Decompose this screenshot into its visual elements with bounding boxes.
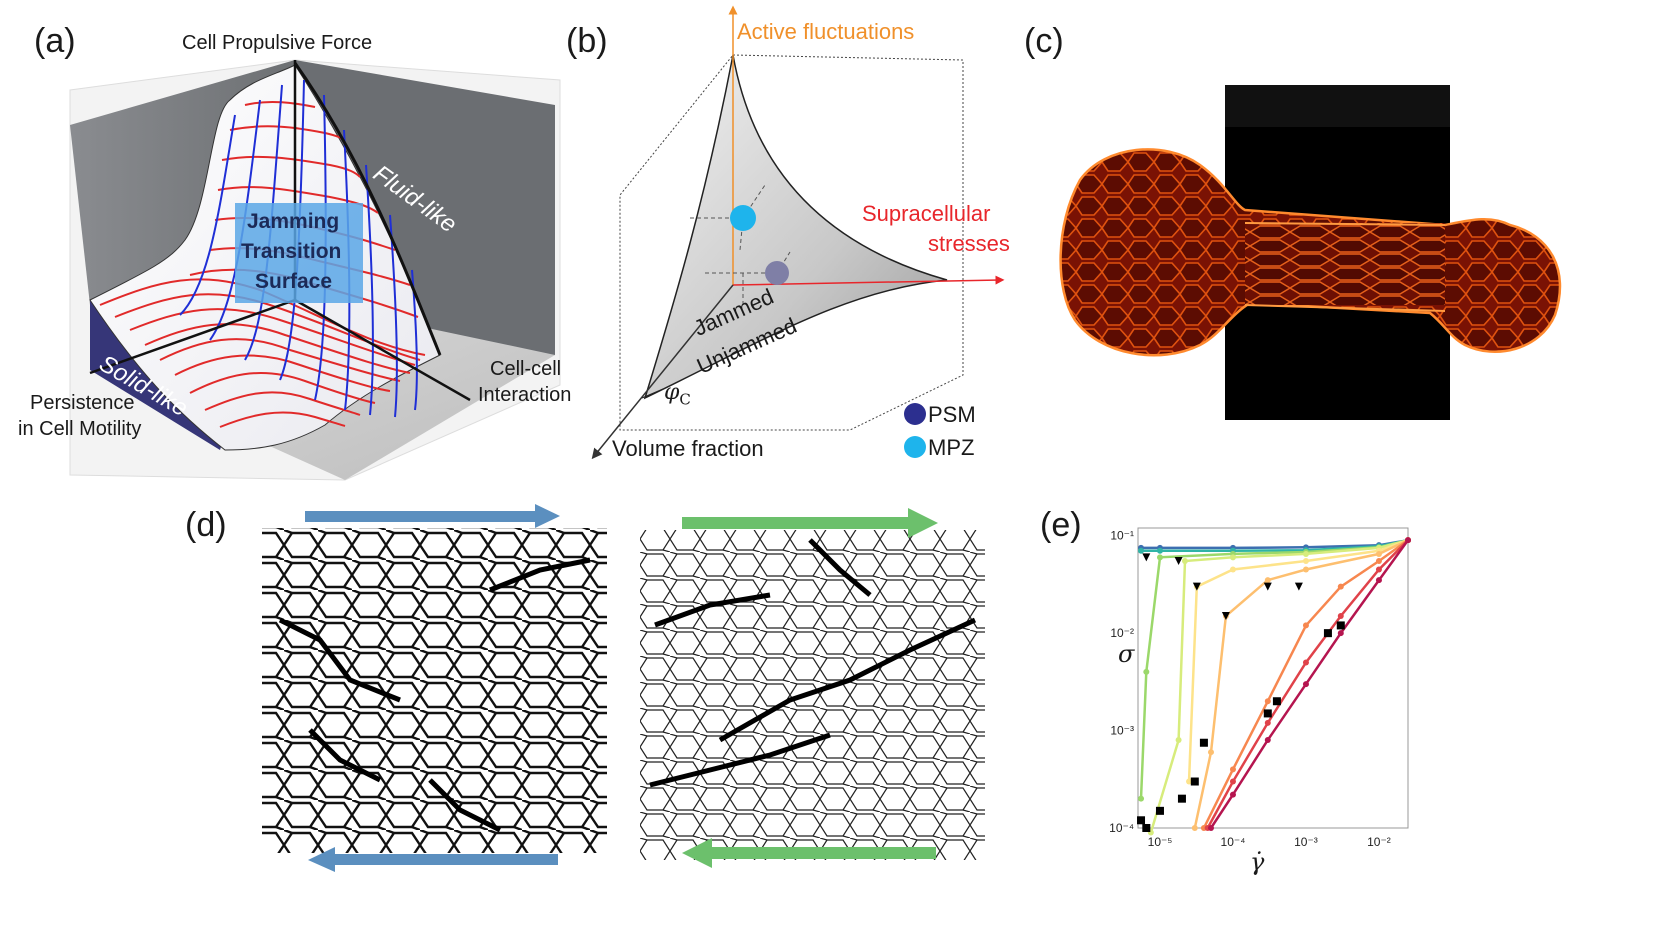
square-marker-9 — [1336, 621, 1345, 630]
panel-label-a: (a) — [34, 22, 76, 60]
triangle-marker-0 — [1142, 553, 1151, 562]
y-tick-label-0: 10⁻¹ — [1110, 529, 1134, 543]
series-point-8-4 — [1337, 630, 1344, 637]
series-point-1-0 — [1138, 547, 1145, 554]
axis-supra-label-1: Supracellular — [862, 201, 991, 226]
surface-label-1: Jamming — [247, 210, 340, 233]
y-tick-label-1: 10⁻² — [1110, 626, 1134, 640]
square-marker-2 — [1155, 806, 1164, 815]
series-point-5-3 — [1264, 577, 1271, 584]
x-tick-label-0: 10⁻⁵ — [1148, 835, 1173, 849]
series-point-5-1 — [1207, 749, 1214, 756]
x-tick-label-2: 10⁻³ — [1294, 835, 1318, 849]
series-point-6-5 — [1375, 558, 1382, 565]
network-left — [262, 528, 607, 853]
series-point-6-4 — [1337, 583, 1344, 590]
series-point-5-4 — [1302, 566, 1309, 573]
square-marker-6 — [1263, 709, 1272, 718]
series-point-6-1 — [1229, 766, 1236, 773]
series-point-8-1 — [1229, 791, 1236, 798]
axis-active-label: Active fluctuations — [737, 19, 915, 44]
series-point-8-3 — [1302, 681, 1309, 688]
pipette-bottom — [1225, 305, 1450, 420]
panel-label-e: (e) — [1040, 506, 1082, 544]
x-tick-label-1: 10⁻⁴ — [1221, 835, 1246, 849]
series-point-8-5 — [1375, 577, 1382, 584]
x-tick-label-3: 10⁻² — [1367, 835, 1391, 849]
series-point-3-1 — [1175, 737, 1182, 744]
series-point-3-4 — [1302, 550, 1309, 557]
series-point-2-0 — [1138, 795, 1145, 802]
series-point-8-2 — [1264, 737, 1271, 744]
axis-force-label: Cell Propulsive Force — [182, 32, 373, 54]
square-marker-1 — [1142, 824, 1151, 832]
arrow-left-top — [305, 504, 560, 528]
axis-volume-label: Volume fraction — [612, 436, 764, 461]
square-marker-7 — [1272, 697, 1281, 706]
series-point-2-2 — [1156, 554, 1163, 561]
series-point-7-1 — [1229, 778, 1236, 785]
axis-interaction-label-1: Cell-cell — [490, 358, 562, 380]
arrow-left-bottom — [308, 847, 558, 872]
phi-subscript: C — [679, 390, 691, 409]
series-point-7-2 — [1264, 719, 1271, 726]
triangle-marker-1 — [1174, 557, 1183, 566]
phi-symbol: φ — [664, 380, 680, 405]
series-point-8-6 — [1405, 537, 1411, 544]
jamming-surface-box — [235, 203, 363, 303]
y-tick-label-3: 10⁻⁴ — [1109, 821, 1134, 835]
series-point-5-5 — [1375, 550, 1382, 557]
series-point-7-4 — [1337, 612, 1344, 619]
square-marker-4 — [1190, 777, 1199, 786]
surface-label-3: Surface — [255, 270, 333, 293]
series-point-1-1 — [1156, 547, 1163, 554]
series-point-2-1 — [1143, 668, 1150, 675]
series-point-7-5 — [1375, 566, 1382, 573]
panel-a-jamming-diagram — [69, 59, 561, 481]
triangle-marker-5 — [1294, 582, 1303, 591]
panel-d-cell-networks — [262, 504, 985, 872]
axis-supra-label-2: stresses — [928, 231, 1010, 256]
series-line-4 — [1187, 539, 1409, 782]
panel-e-chart: 10⁻¹ 10⁻² 10⁻³ 10⁻⁴ 10⁻⁵ 10⁻⁴ 10⁻³ 10⁻² — [1109, 527, 1411, 849]
series-point-3-2 — [1181, 558, 1188, 565]
psm-point — [765, 261, 789, 285]
square-marker-8 — [1323, 629, 1332, 638]
series-point-6-3 — [1302, 622, 1309, 629]
panel-label-d: (d) — [185, 506, 227, 544]
series-point-4-0 — [1186, 778, 1193, 785]
series-point-4-3 — [1302, 558, 1309, 565]
panel-c-tissue-micrograph — [1050, 85, 1570, 420]
surface-label-2: Transition — [241, 240, 342, 263]
axis-persistence-label-2: in Cell Motility — [18, 418, 142, 440]
panel-e-xlabel: γ̇ — [1250, 848, 1265, 876]
series-point-8-0 — [1207, 825, 1214, 831]
axis-persistence-label-1: Persistence — [30, 392, 135, 414]
panel-b-phase-diagram — [591, 5, 1005, 460]
legend-mpz-label: MPZ — [928, 435, 975, 460]
panel-label-c: (c) — [1024, 22, 1064, 60]
arrow-right-top — [682, 508, 938, 538]
y-tick-label-2: 10⁻³ — [1110, 724, 1134, 738]
series-point-7-3 — [1302, 659, 1309, 666]
arrow-right-bottom — [682, 838, 936, 868]
legend-mpz-dot — [904, 436, 926, 458]
square-marker-0 — [1137, 816, 1146, 825]
series-point-5-0 — [1191, 825, 1198, 831]
series-point-4-2 — [1229, 566, 1236, 573]
triangle-marker-3 — [1221, 611, 1230, 620]
legend-psm-dot — [904, 403, 926, 425]
phi-c-label: φC — [664, 380, 691, 408]
legend-psm-label: PSM — [928, 402, 976, 427]
square-marker-3 — [1177, 794, 1186, 803]
triangle-marker-4 — [1263, 582, 1272, 591]
mpz-point — [730, 205, 756, 231]
panel-label-b: (b) — [566, 22, 608, 60]
series-point-3-3 — [1229, 554, 1236, 561]
axis-interaction-label-2: Interaction — [478, 384, 572, 406]
square-marker-5 — [1199, 738, 1208, 747]
series-point-6-2 — [1264, 698, 1271, 705]
panel-e-ylabel: σ — [1118, 640, 1135, 668]
triangle-marker-2 — [1192, 582, 1201, 591]
